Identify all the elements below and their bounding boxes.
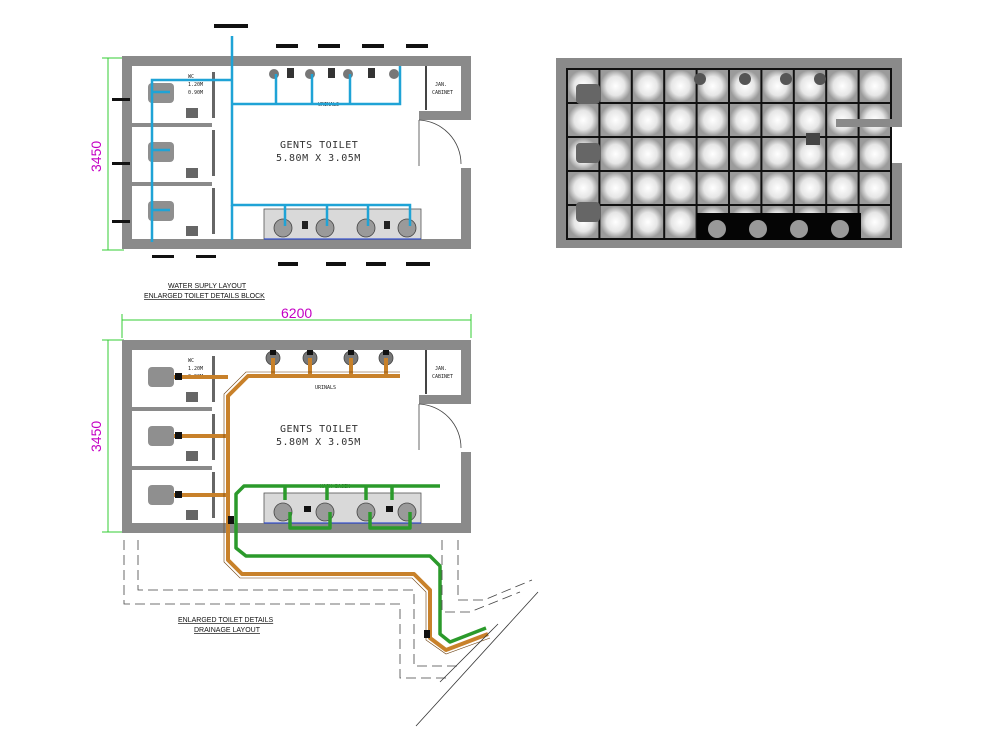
- floor-tile: [827, 138, 858, 170]
- floor-tile: [568, 104, 599, 136]
- water-cabinet-label-1: JAN.: [435, 82, 447, 88]
- water-cabinet-label-2: CABINET: [432, 90, 453, 96]
- water-walls: [122, 56, 471, 249]
- water-pipe-tags: [112, 44, 430, 266]
- floor-tile: [762, 104, 793, 136]
- floor-tile: [632, 172, 664, 204]
- floor-tile: [632, 138, 664, 170]
- drain-urinals: [265, 350, 394, 366]
- water-wc-1: [148, 83, 198, 118]
- drain-external-dashed: [123, 540, 533, 679]
- floor-tile: [827, 70, 858, 102]
- floor-tile: [697, 172, 728, 204]
- drain-dim-6200: 6200: [281, 305, 312, 321]
- drain-cabinet-label-2: CABINET: [432, 374, 453, 380]
- water-urinals: [269, 68, 399, 79]
- floor-tile: [600, 70, 631, 102]
- floor-tile: [665, 206, 696, 238]
- water-wc-2: [148, 142, 198, 178]
- floor-tile: [730, 138, 761, 170]
- water-dimension-vertical: 3450: [88, 57, 124, 251]
- floor-tile: [859, 138, 890, 170]
- floor-tile: [697, 138, 728, 170]
- drain-wc-fixtures: [148, 367, 198, 520]
- drain-cabinet-label-1: JAN.: [435, 366, 447, 372]
- floor-tile: [859, 70, 890, 102]
- drain-wc-label-2: 1.20M: [188, 366, 203, 372]
- floor-tile: [794, 104, 826, 136]
- floor-tile: [762, 138, 793, 170]
- floor-tile: [600, 104, 631, 136]
- floor-tile: [600, 138, 631, 170]
- water-wc-3: [148, 201, 198, 236]
- floor-tile: [665, 104, 696, 136]
- water-room-title: GENTS TOILET: [280, 140, 358, 151]
- water-wc-label-1: WC: [188, 74, 194, 80]
- water-caption-line-2: ENLARGED TOILET DETAILS BLOCK: [144, 293, 265, 300]
- floor-tile: [665, 138, 696, 170]
- water-wc-label-3: 0.90M: [188, 90, 203, 96]
- floor-tile: [730, 172, 761, 204]
- floor-tile: [730, 104, 761, 136]
- tile-render-plan: [556, 58, 902, 248]
- drain-room-title: GENTS TOILET: [280, 424, 358, 435]
- drain-dim-3450: 3450: [88, 421, 104, 452]
- floor-tile: [827, 172, 858, 204]
- floor-tile: [665, 172, 696, 204]
- drain-dimension-horizontal: 6200: [121, 305, 472, 338]
- water-wash-basin-counter: [263, 208, 422, 240]
- drain-fittings: [175, 350, 430, 638]
- floor-tile: [665, 70, 696, 102]
- drain-dimension-vertical: 3450: [88, 339, 124, 533]
- floor-tile: [632, 206, 664, 238]
- water-wc-label-2: 1.20M: [188, 82, 203, 88]
- tile-grid: [568, 70, 890, 238]
- drain-soil-pipes: [174, 358, 489, 652]
- floor-tile: [632, 70, 664, 102]
- drain-wc-label-1: WC: [188, 358, 194, 364]
- floor-tile: [632, 104, 664, 136]
- drain-soil-pipe-outline: [223, 371, 491, 655]
- drain-room-size: 5.80M X 3.05M: [276, 437, 361, 448]
- water-caption-line-1: WATER SUPLY LAYOUT: [168, 283, 247, 290]
- floor-tile: [600, 206, 631, 238]
- floor-tile: [794, 172, 826, 204]
- floor-tile: [762, 172, 793, 204]
- water-supply-plan: 3450: [88, 24, 471, 300]
- floor-tile: [859, 172, 890, 204]
- drain-urinals-label: URINALS: [315, 385, 336, 391]
- drain-waste-pipes: [234, 484, 487, 644]
- floor-tile: [600, 172, 631, 204]
- water-supply-pipes: [150, 36, 412, 242]
- floor-tile: [697, 104, 728, 136]
- drain-caption-line-2: DRAINAGE LAYOUT: [194, 627, 261, 634]
- drainage-plan: 6200 3450: [88, 305, 539, 727]
- water-dim-3450: 3450: [88, 141, 104, 172]
- drain-caption-line-1: ENLARGED TOILET DETAILS: [178, 617, 274, 624]
- floor-tile: [568, 172, 599, 204]
- floor-tile: [859, 206, 890, 238]
- water-room-size: 5.80M X 3.05M: [276, 153, 361, 164]
- drain-wash-basin-counter: [263, 492, 422, 524]
